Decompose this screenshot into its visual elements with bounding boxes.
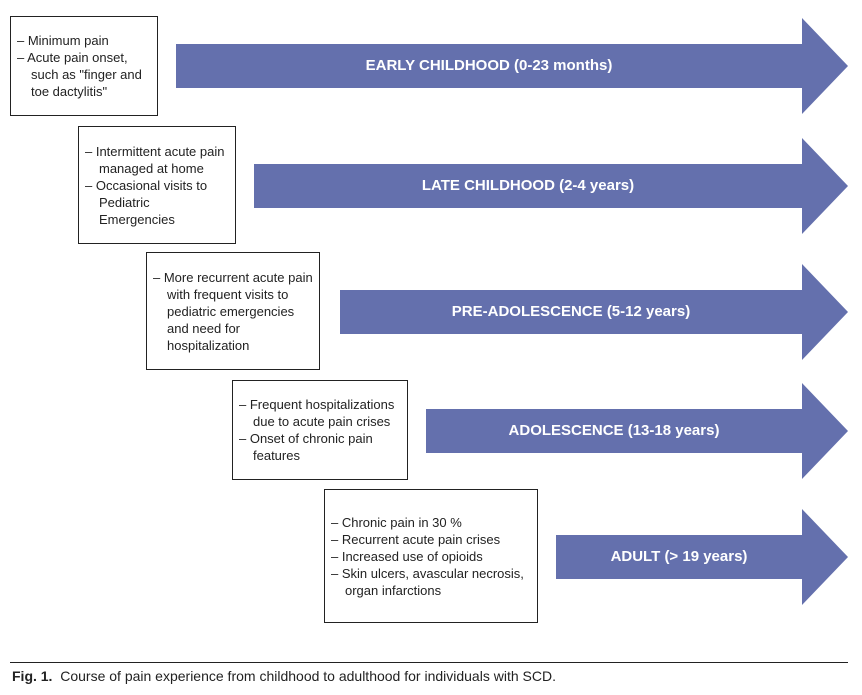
stage-note: Chronic pain in 30 % (331, 514, 531, 531)
stage-label: LATE CHILDHOOD (2-4 years) (421, 177, 635, 194)
figure-caption-text: Course of pain experience from childhood… (60, 668, 556, 684)
stage-label: ADOLESCENCE (13-18 years) (508, 422, 720, 439)
stage-notes-box: Frequent hospitalizations due to acute p… (232, 380, 408, 480)
stage-note: Occasional visits to Pediatric Emergenci… (85, 177, 229, 228)
stage-label: EARLY CHILDHOOD (0-23 months) (365, 57, 613, 74)
stage-note: Minimum pain (17, 32, 151, 49)
stage-note: Increased use of opioids (331, 548, 531, 565)
stage-note: Intermittent acute pain managed at home (85, 143, 229, 177)
stage-notes-box: Intermittent acute pain managed at home … (78, 126, 236, 244)
stage-notes-box: Minimum pain Acute pain onset, such as "… (10, 16, 158, 116)
stage-label: PRE-ADOLESCENCE (5-12 years) (451, 303, 691, 320)
figure-caption: Fig. 1. Course of pain experience from c… (12, 668, 556, 684)
stage-notes-box: More recurrent acute pain with frequent … (146, 252, 320, 370)
stage-arrow (176, 18, 848, 114)
stage-note: More recurrent acute pain with frequent … (153, 269, 313, 354)
stage-arrow (556, 509, 848, 605)
stage-arrow (426, 383, 848, 479)
stage-label: ADULT (> 19 years) (610, 548, 748, 565)
caption-divider (10, 662, 848, 663)
stage-notes-box: Chronic pain in 30 % Recurrent acute pai… (324, 489, 538, 623)
stage-note: Onset of chronic pain features (239, 430, 401, 464)
stage-note: Frequent hospitalizations due to acute p… (239, 396, 401, 430)
stage-arrow (340, 264, 848, 360)
stage-note: Recurrent acute pain crises (331, 531, 531, 548)
figure-caption-label: Fig. 1. (12, 668, 53, 684)
stage-note: Acute pain onset, such as "finger and to… (17, 49, 151, 100)
stage-note: Skin ulcers, avascular necrosis, organ i… (331, 565, 531, 599)
stage-arrow (254, 138, 848, 234)
